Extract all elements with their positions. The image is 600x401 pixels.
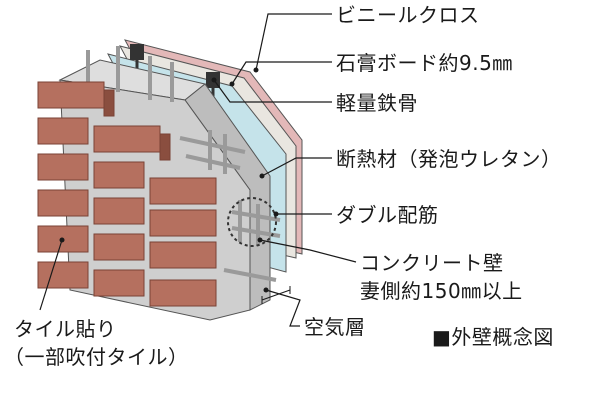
brick-tiles	[37, 81, 217, 307]
double-rebar-highlight	[227, 197, 277, 247]
label-concrete-thickness: 妻側約150㎜以上	[360, 279, 523, 303]
label-tile-note: （一部吹付タイル）	[4, 345, 189, 369]
label-gypsum-board: 石膏ボード約9.5㎜	[336, 51, 513, 75]
label-vinyl-cloth: ビニールクロス	[336, 3, 480, 27]
label-tile: タイル貼り	[14, 317, 117, 341]
diagram-caption: ■外壁概念図	[432, 325, 554, 349]
label-concrete-wall: コンクリート壁	[360, 251, 504, 275]
horizontal-rebar	[185, 154, 241, 170]
horizontal-rebar	[179, 136, 246, 154]
leader-lines	[213, 13, 357, 327]
label-insulation: 断熱材（発泡ウレタン）	[336, 147, 562, 171]
label-air-layer: 空気層	[304, 315, 366, 339]
label-double-rebar: ダブル配筋	[336, 203, 439, 227]
horizontal-rebar	[223, 268, 277, 282]
light-steel-stud	[130, 44, 144, 60]
label-light-steel: 軽量鉄骨	[336, 91, 418, 115]
